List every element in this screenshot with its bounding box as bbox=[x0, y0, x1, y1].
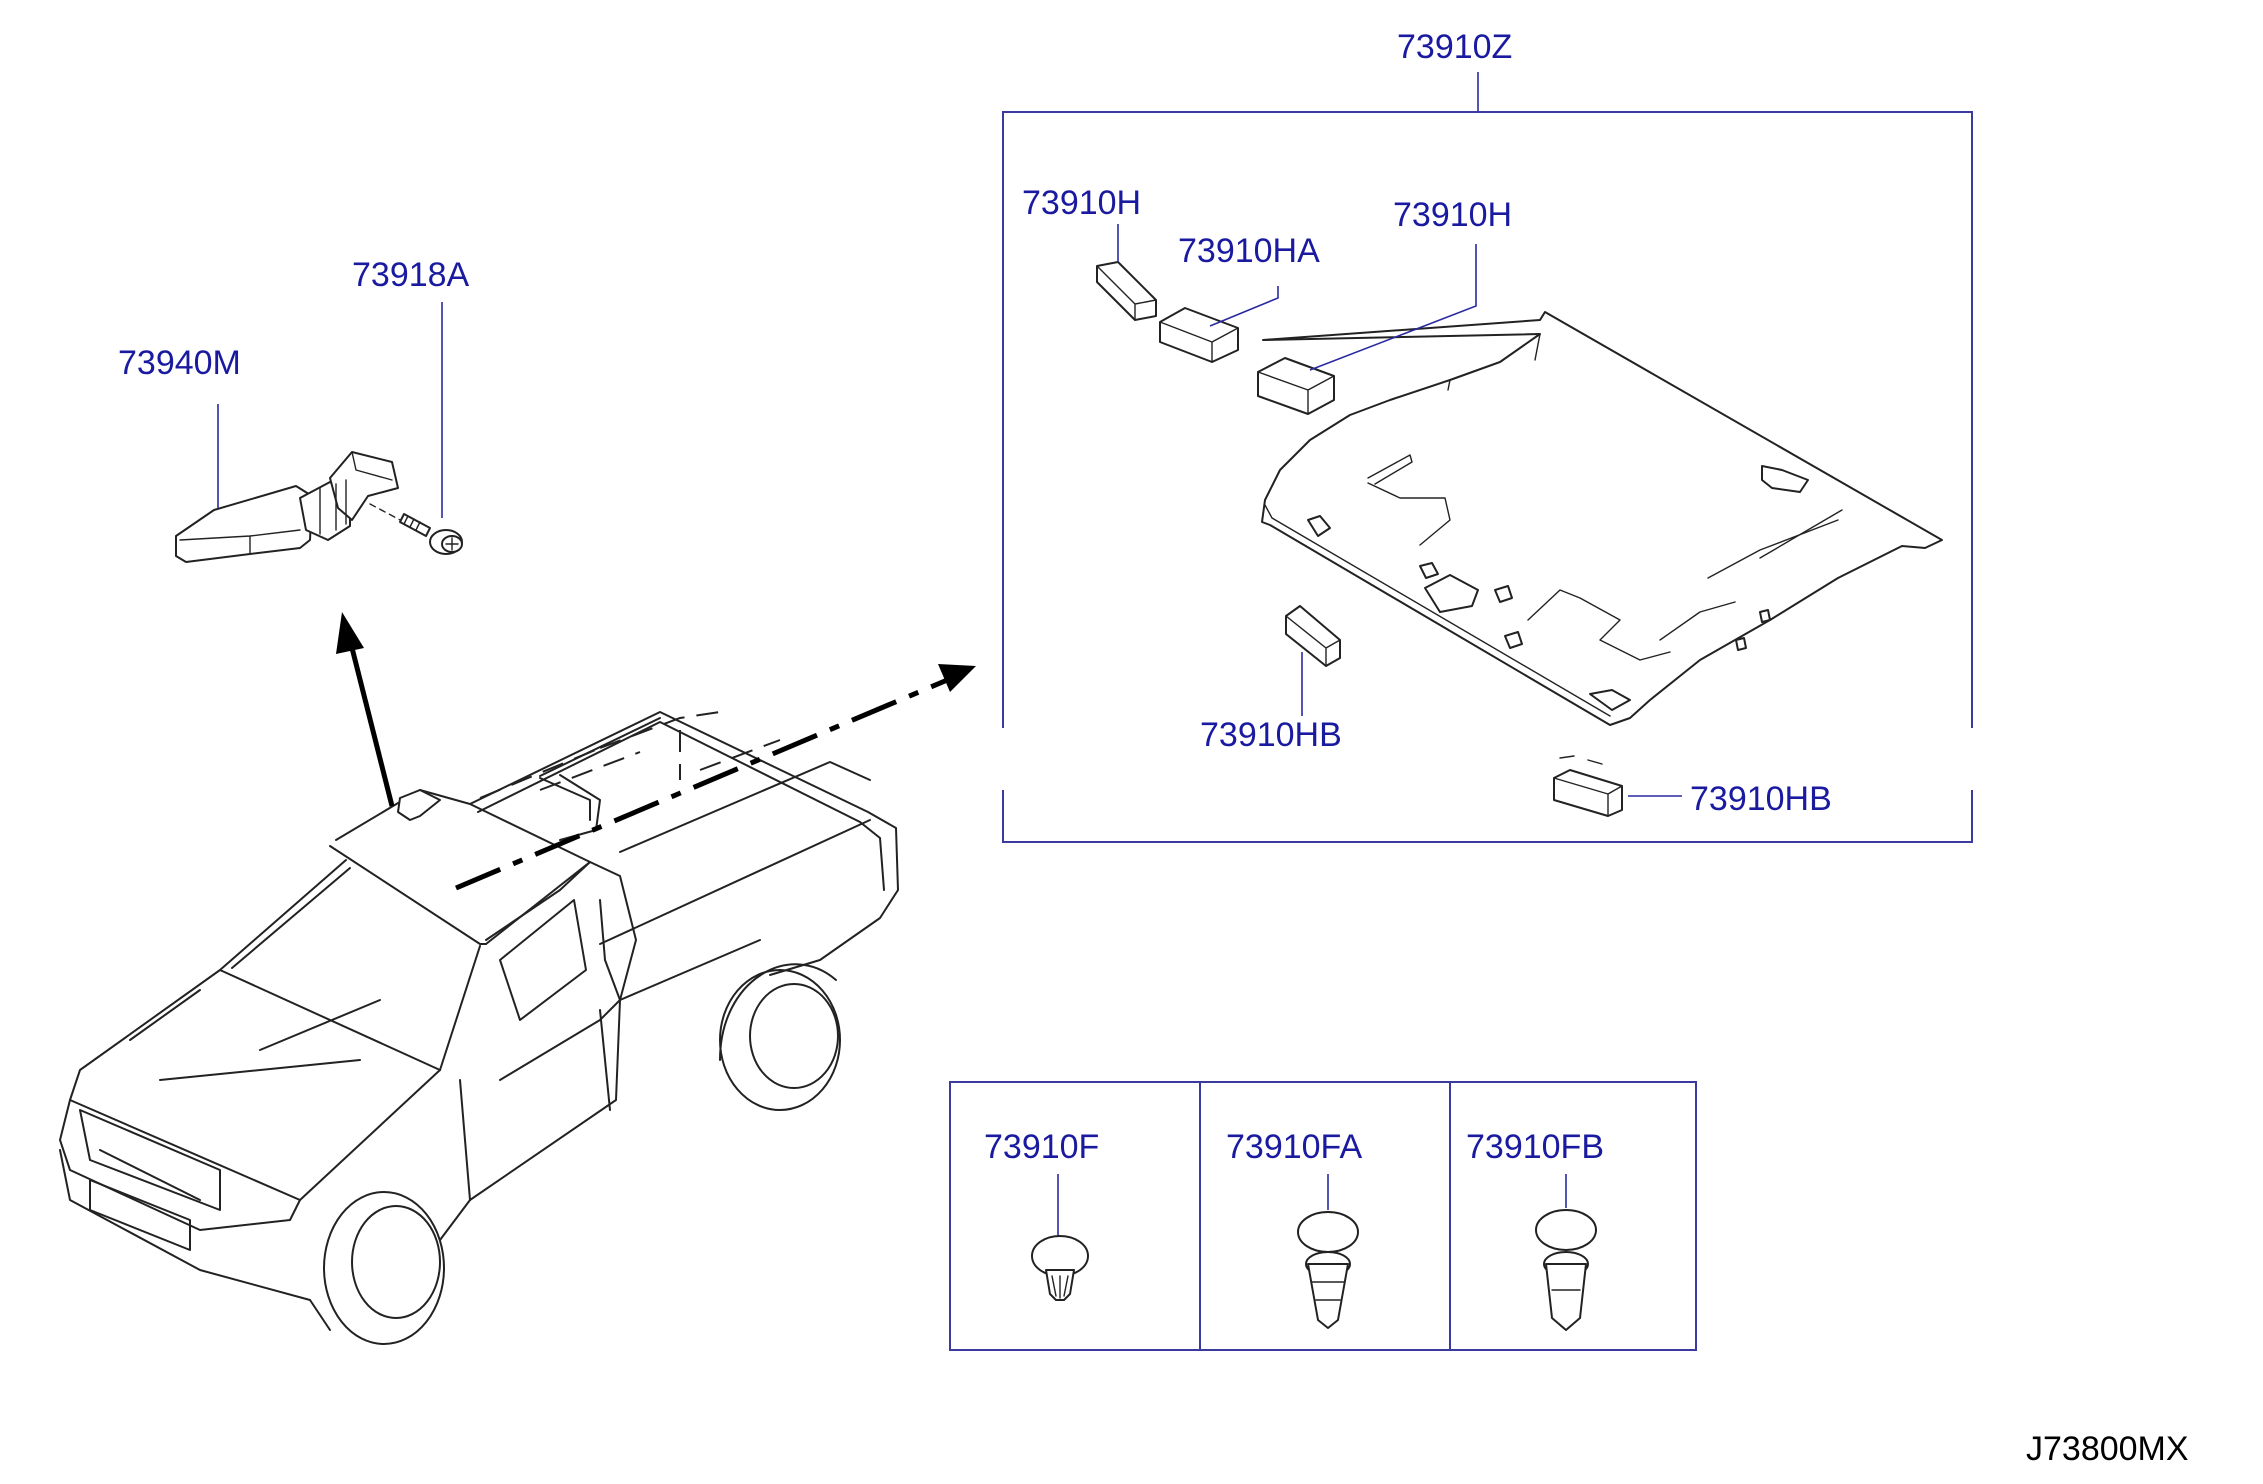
leader-73910HA bbox=[1209, 286, 1279, 327]
arrow-to-headlining bbox=[455, 675, 953, 891]
pickup-truck bbox=[59, 711, 899, 1345]
label-73910FB: 73910FB bbox=[1466, 1128, 1604, 1166]
pad-73910HB-upper bbox=[1285, 605, 1341, 667]
pad-73910H-right bbox=[1257, 357, 1335, 415]
clip-73910FB bbox=[1535, 1209, 1597, 1331]
label-73910H-left: 73910H bbox=[1022, 184, 1141, 222]
label-73910HB-lower: 73910HB bbox=[1690, 780, 1832, 818]
diagram-code: J73800MX bbox=[2026, 1430, 2189, 1468]
headlining-assembly-group: 73910Z bbox=[1002, 28, 1973, 843]
pad-73910H-left bbox=[1096, 261, 1157, 321]
assist-grip bbox=[175, 451, 399, 563]
pad-73910HB-lower bbox=[1553, 755, 1623, 817]
assembly-frame bbox=[1002, 111, 1973, 843]
arrow-head-headlining bbox=[938, 664, 976, 692]
label-73910Z: 73910Z bbox=[1397, 28, 1512, 66]
label-73940M: 73940M bbox=[118, 344, 241, 382]
clip-table-frame bbox=[949, 1081, 1697, 1351]
screw-73918A bbox=[369, 503, 463, 555]
headlining-panel bbox=[1261, 311, 1943, 726]
label-73910HB-upper: 73910HB bbox=[1200, 716, 1342, 754]
leader-73910H-right bbox=[1309, 244, 1477, 371]
roof-hidden-lines bbox=[479, 711, 781, 799]
arrow-head-grip bbox=[336, 612, 364, 654]
label-73910H-right: 73910H bbox=[1393, 196, 1512, 234]
label-73910HA: 73910HA bbox=[1178, 232, 1320, 270]
arrow-to-grip bbox=[347, 639, 395, 807]
label-73918A: 73918A bbox=[352, 256, 470, 294]
clip-73910F bbox=[1031, 1235, 1089, 1301]
clip-table: 73910F 73910FA 73910FB bbox=[949, 1081, 1697, 1351]
label-73910F: 73910F bbox=[984, 1128, 1099, 1166]
label-73910FA: 73910FA bbox=[1226, 1128, 1362, 1166]
pad-73910HA bbox=[1159, 307, 1239, 363]
clip-73910FA bbox=[1297, 1211, 1359, 1329]
callout-arrows bbox=[336, 612, 976, 891]
assist-grip-group: 73940M 73918A bbox=[118, 256, 470, 563]
